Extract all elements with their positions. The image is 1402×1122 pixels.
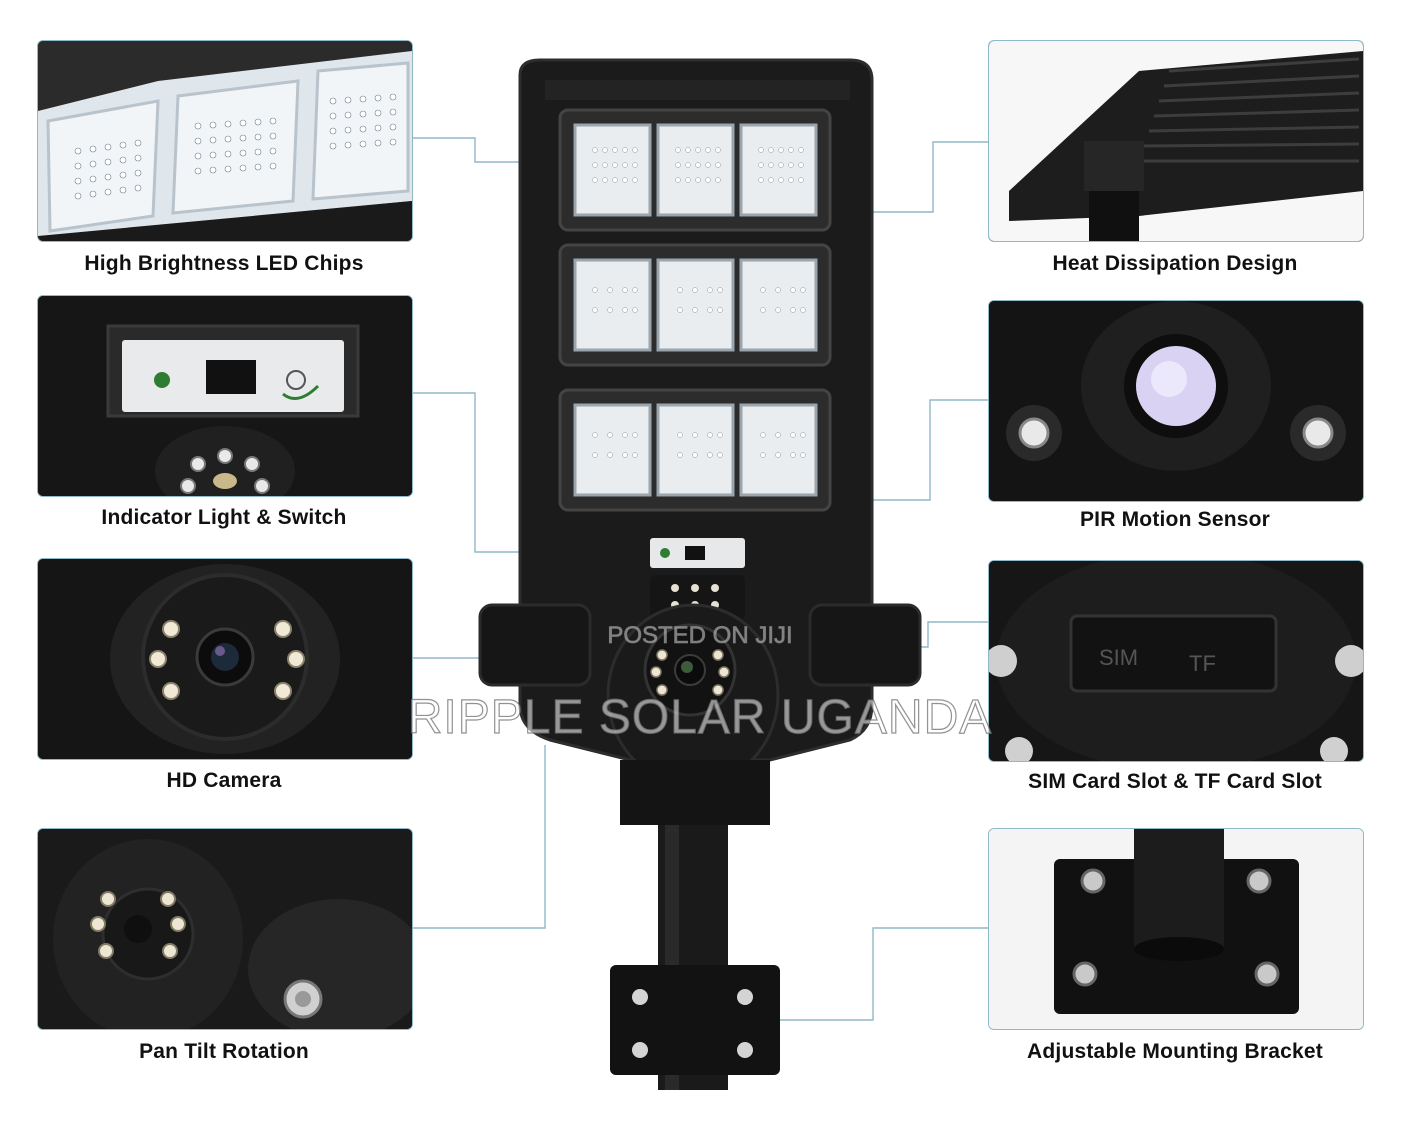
pan-tilt-icon	[38, 829, 412, 1029]
tf-label: TF	[1189, 651, 1216, 676]
motion-sensor-icon	[989, 301, 1363, 501]
camera-icon	[38, 559, 412, 759]
panel-hd-camera	[37, 558, 413, 760]
heat-sink-icon	[989, 41, 1363, 241]
caption-led-chips: High Brightness LED Chips	[84, 252, 364, 275]
panel-pan-tilt	[37, 828, 413, 1030]
led-module-2	[558, 243, 832, 367]
sim-label: SIM	[1099, 645, 1138, 670]
watermark-posted-on: POSTED ON JIJI	[607, 622, 793, 650]
panel-mounting-bracket	[988, 828, 1364, 1030]
panel-pir-sensor	[988, 300, 1364, 502]
led-chips-icon	[38, 41, 412, 241]
caption-sim-tf-slot: SIM Card Slot & TF Card Slot	[1028, 770, 1322, 793]
caption-pan-tilt: Pan Tilt Rotation	[139, 1040, 309, 1063]
caption-mounting-bracket: Adjustable Mounting Bracket	[1027, 1040, 1323, 1063]
mounting-bracket	[610, 965, 780, 1075]
panel-indicator-switch	[37, 295, 413, 497]
led-module-1	[558, 108, 832, 232]
caption-hd-camera: HD Camera	[166, 769, 282, 792]
solar-street-light	[478, 58, 922, 1090]
panel-sim-tf-slot: SIM TF	[988, 560, 1364, 762]
indicator-switch-icon	[38, 296, 412, 496]
panel-led-chips	[37, 40, 413, 242]
bracket-icon	[989, 829, 1363, 1029]
caption-heat-dissipation: Heat Dissipation Design	[1052, 252, 1298, 275]
caption-indicator-switch: Indicator Light & Switch	[101, 506, 347, 529]
caption-pir-sensor: PIR Motion Sensor	[1079, 508, 1271, 531]
sim-slot-icon: SIM TF	[989, 561, 1363, 761]
watermark-brand: RIPPLE SOLAR UGANDA	[407, 690, 993, 744]
led-module-3	[558, 388, 832, 512]
panel-heat-dissipation	[988, 40, 1364, 242]
